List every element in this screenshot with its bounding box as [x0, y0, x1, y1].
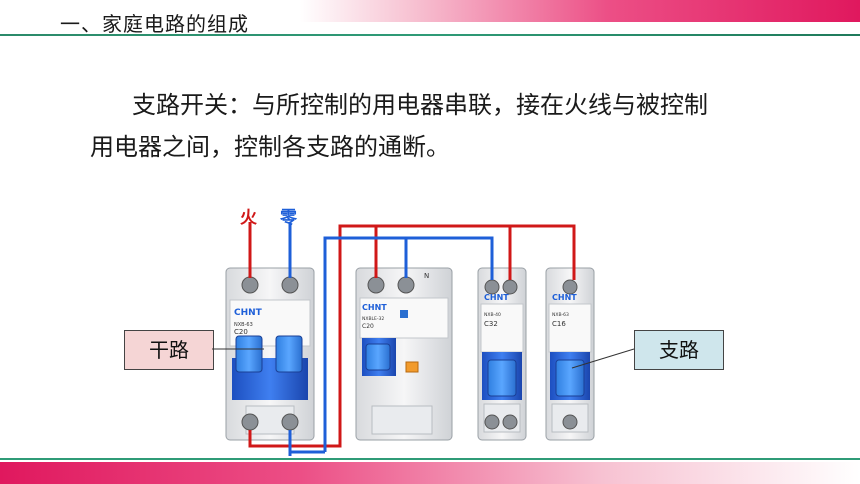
- main-breaker-rating: C20: [234, 328, 248, 336]
- neutral-wire-label: 零: [280, 208, 297, 228]
- main-circuit-callout: 干路: [124, 330, 214, 370]
- header-bar: [0, 0, 860, 40]
- neutral-wire: [288, 222, 494, 456]
- main-breaker-model: NXB-63: [234, 322, 253, 328]
- branch-breaker-1: NXB-40 C32 CHNT: [477, 267, 527, 441]
- header-accent: [300, 0, 860, 22]
- rcbo-model: NXBLE-32: [362, 316, 384, 322]
- rcbo-brand: CHNT: [362, 303, 387, 312]
- main-breaker: CHNT NXB-63 C20: [225, 267, 315, 441]
- branch-breaker-1-model: NXB-40: [484, 312, 501, 318]
- definition-line-1: 支路开关：与所控制的用电器串联，接在火线与被控制: [132, 91, 708, 119]
- page-title: 一、家庭电路的组成: [60, 12, 249, 36]
- rcbo-terminal-n: N: [424, 272, 429, 280]
- branch-breaker-2: NXB-63 C16 CHNT: [545, 267, 595, 441]
- rcbo-breaker: N CHNT NXBLE-32 C20: [355, 267, 453, 441]
- definition-line-2: 用电器之间，控制各支路的通断。: [90, 133, 450, 161]
- branch-breaker-2-model: NXB-63: [552, 312, 569, 318]
- rcbo-rating: C20: [362, 323, 374, 330]
- header-divider: [0, 34, 860, 36]
- live-wire-label: 火: [240, 208, 257, 228]
- main-breaker-brand: CHNT: [234, 308, 263, 318]
- branch-circuit-callout: 支路: [634, 330, 724, 370]
- live-wire: [248, 222, 576, 448]
- branch-breaker-1-brand: CHNT: [484, 293, 509, 302]
- branch-breaker-2-rating: C16: [552, 320, 566, 328]
- branch-breaker-1-rating: C32: [484, 320, 498, 328]
- definition-text: 支路开关：与所控制的用电器串联，接在火线与被控制 用电器之间，控制各支路的通断。: [90, 84, 790, 168]
- branch-breaker-2-brand: CHNT: [552, 293, 577, 302]
- footer-divider: [0, 458, 860, 460]
- footer-band: [0, 462, 860, 484]
